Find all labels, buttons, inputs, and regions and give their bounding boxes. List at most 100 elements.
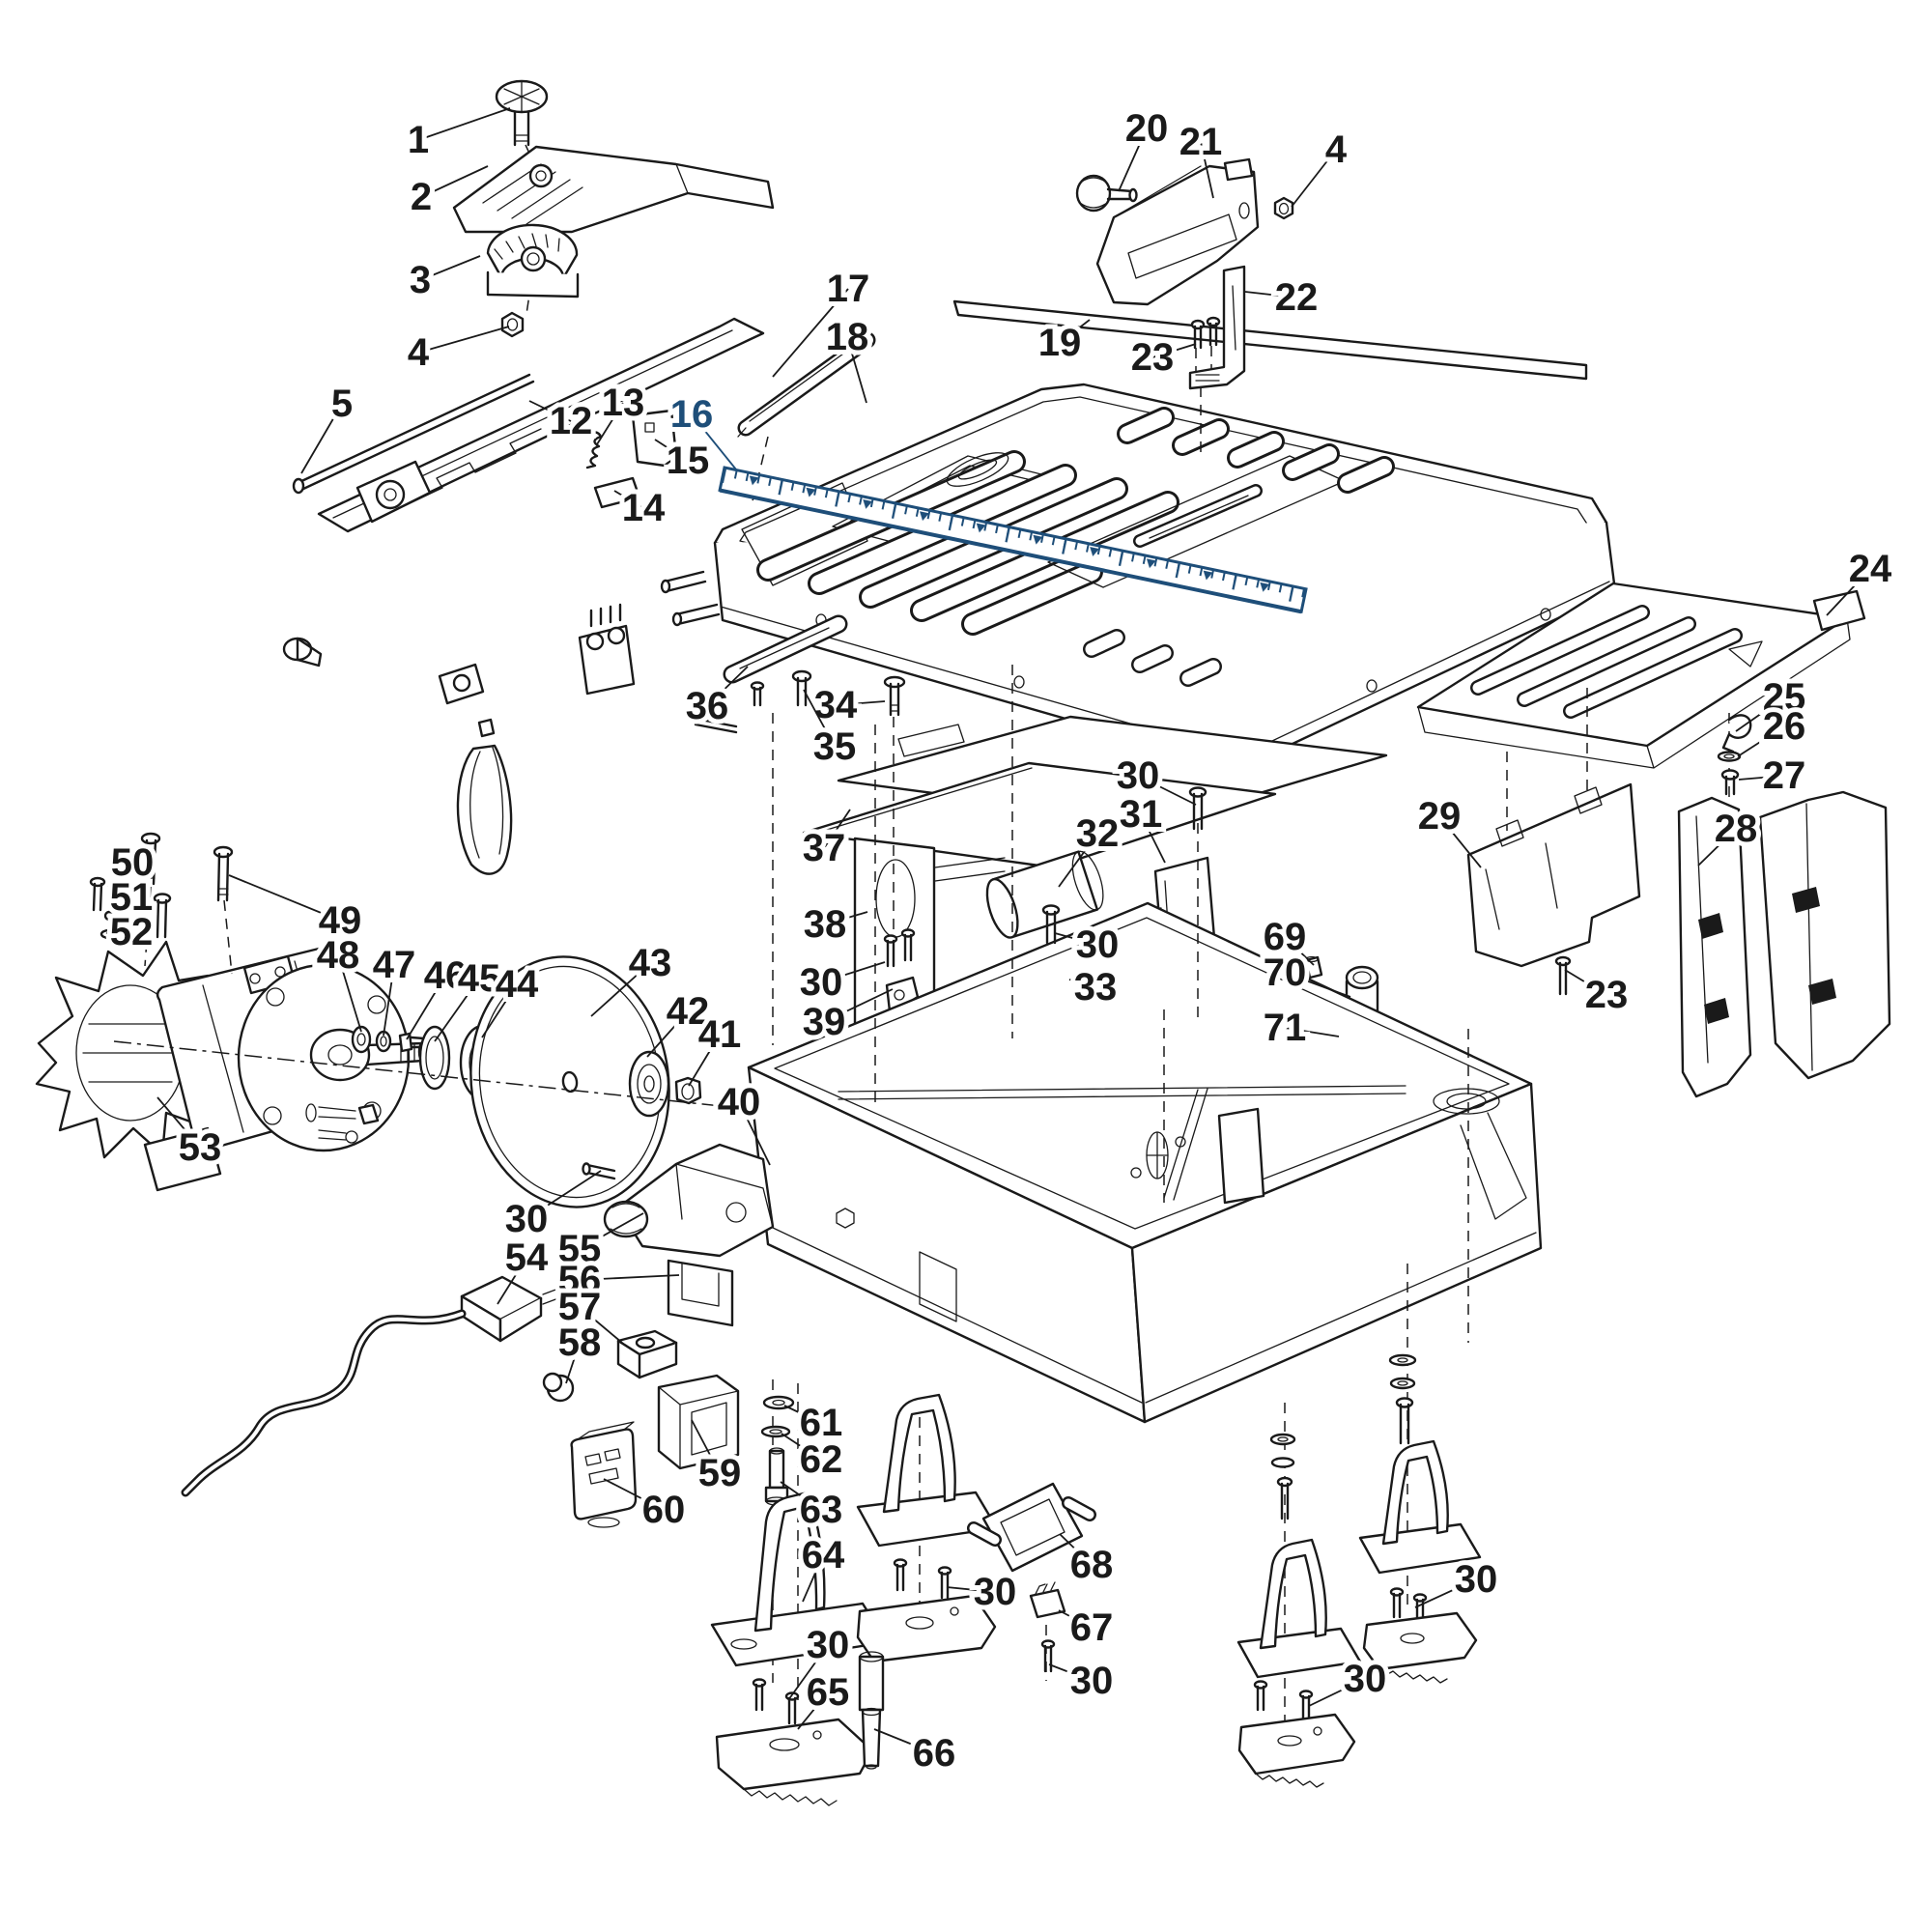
part-number: 64: [802, 1534, 845, 1577]
part-label-30: 30: [795, 956, 886, 1009]
spring-pad-plate: [585, 409, 678, 509]
part-label-55: 55: [554, 1212, 644, 1275]
part-number: 25: [1763, 676, 1806, 719]
part-number: 40: [718, 1081, 761, 1123]
part-label-20: 20: [1118, 102, 1173, 192]
part-label-4: 4: [1291, 124, 1352, 208]
part-label-12: 12: [528, 395, 597, 447]
part-number: 60: [642, 1489, 686, 1531]
part-number: 18: [826, 316, 869, 358]
part-number: 30: [974, 1571, 1017, 1613]
ruler: [718, 466, 1308, 614]
part-number: 30: [807, 1624, 850, 1666]
leader-line: [603, 1478, 665, 1511]
part-label-18: 18: [821, 311, 873, 404]
leader-line: [417, 326, 510, 354]
leader-line: [1737, 725, 1785, 757]
side-panels: [1677, 790, 1891, 1098]
part-label-57: 57: [554, 1281, 623, 1344]
part-number: 15: [667, 440, 710, 482]
leader-line: [797, 1691, 829, 1730]
part-number: 5: [331, 383, 353, 425]
part-label-44: 44: [481, 958, 544, 1038]
part-number: 61: [800, 1402, 843, 1444]
part-label-64: 64: [797, 1529, 850, 1603]
part-number: 30: [1344, 1658, 1387, 1700]
part-number: 20: [1125, 107, 1169, 150]
leader-line: [337, 954, 362, 1033]
rip-fence-rail: [952, 299, 1588, 381]
part-label-17: 17: [772, 263, 874, 378]
leader-line: [1414, 1578, 1477, 1608]
part-label-5: 5: [300, 378, 357, 474]
leader-line: [824, 911, 868, 925]
leader-line: [772, 288, 849, 378]
part-label-33: 33: [1068, 961, 1122, 1013]
leader-line: [654, 439, 689, 462]
part-number: 42: [667, 990, 710, 1033]
part-number: 38: [804, 903, 847, 946]
leader-line: [434, 978, 480, 1042]
part-label-63: 63: [780, 1481, 847, 1536]
mounting-panel: [1466, 782, 1641, 968]
part-label-66: 66: [873, 1727, 960, 1779]
base-housing: [747, 901, 1543, 1424]
fence-assembly: [1075, 157, 1294, 390]
leader-line: [526, 1170, 602, 1220]
leader-line: [406, 975, 446, 1040]
part-number: 35: [813, 725, 857, 768]
leader-line: [823, 809, 851, 849]
part-number: 50: [111, 841, 155, 884]
leader-line: [1137, 775, 1197, 806]
part-label-61: 61: [783, 1397, 847, 1449]
leader-line: [565, 1342, 581, 1384]
part-number: 47: [373, 944, 416, 986]
part-number: 30: [505, 1198, 549, 1240]
part-number: 41: [698, 1013, 742, 1056]
part-label-42: 42: [646, 985, 714, 1058]
part-number: 69: [1264, 916, 1307, 958]
part-number: 51: [110, 876, 154, 919]
part-number: 3: [410, 259, 431, 301]
leader-line: [1291, 149, 1337, 208]
part-label-16: 16: [666, 388, 737, 470]
saw-blade: [469, 955, 702, 1208]
part-label-15: 15: [654, 435, 714, 487]
part-label-30: 30: [1308, 1653, 1391, 1707]
leader-line: [781, 1433, 822, 1461]
part-label-34: 34: [810, 679, 886, 731]
part-label-19: 19: [1034, 317, 1091, 369]
part-number: 31: [1120, 793, 1163, 836]
leader-line: [780, 1481, 822, 1511]
leader-line: [156, 1096, 201, 1149]
extension-table: [1416, 582, 1866, 769]
leader-line: [1826, 568, 1871, 616]
part-number: 58: [558, 1321, 602, 1364]
leader-line: [783, 1405, 822, 1424]
part-label-37: 37: [798, 809, 851, 874]
part-label-38: 38: [799, 898, 868, 951]
leader-line: [1308, 1678, 1366, 1707]
leader-line: [1738, 775, 1785, 781]
leader-line: [873, 1728, 935, 1754]
part-label-36: 36: [681, 666, 749, 732]
part-label-21: 21: [1175, 116, 1227, 199]
legs-and-feet: [710, 1353, 1482, 1806]
leader-line: [481, 983, 518, 1038]
leader-line: [1140, 813, 1166, 864]
leader-line: [579, 1212, 644, 1250]
leader-line: [1118, 128, 1148, 192]
leader-line: [579, 1306, 623, 1344]
part-number: 55: [558, 1228, 602, 1270]
leader-line: [497, 1257, 527, 1305]
part-label-43: 43: [590, 937, 676, 1017]
part-label-62: 62: [781, 1433, 847, 1486]
part-label-65: 65: [797, 1666, 854, 1730]
part-number: 27: [1763, 754, 1806, 797]
leader-line: [1054, 932, 1098, 946]
leader-line: [300, 403, 343, 474]
part-label-67: 67: [1058, 1602, 1118, 1654]
part-number: 30: [1455, 1558, 1498, 1601]
